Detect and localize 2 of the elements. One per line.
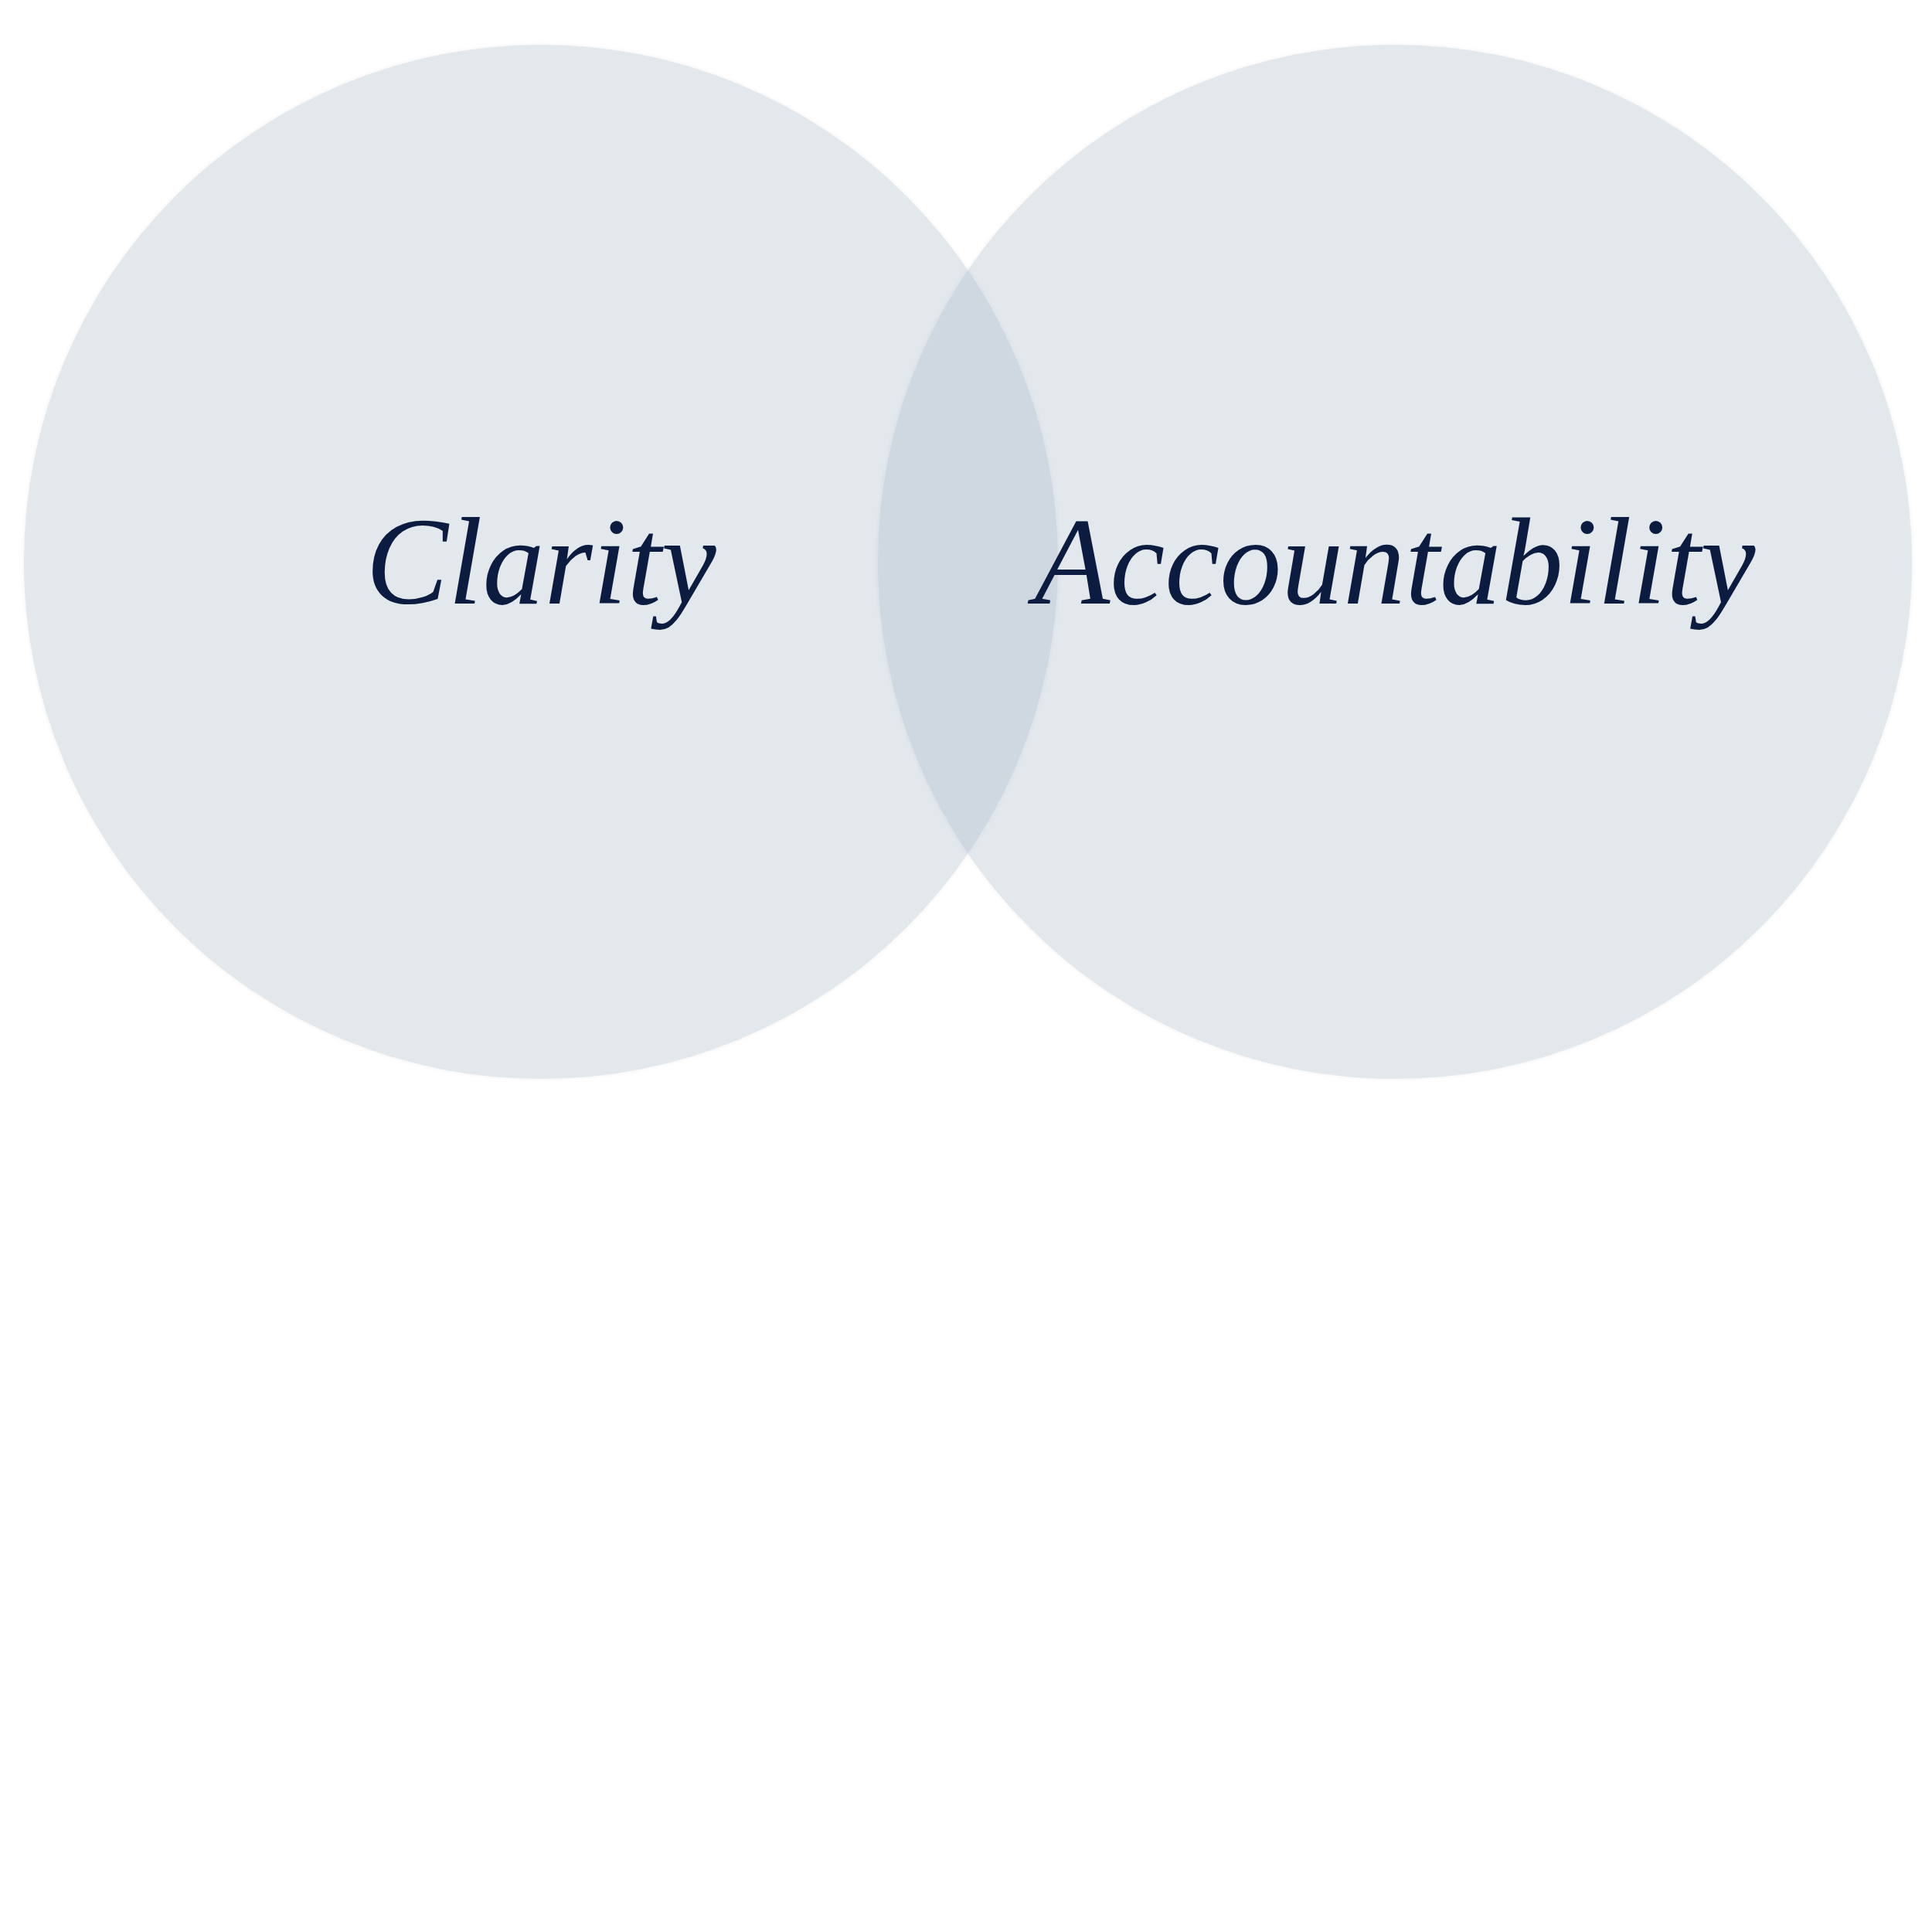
circle-label: Clarity: [365, 492, 717, 632]
circle-label: Accountability: [1019, 481, 1770, 642]
